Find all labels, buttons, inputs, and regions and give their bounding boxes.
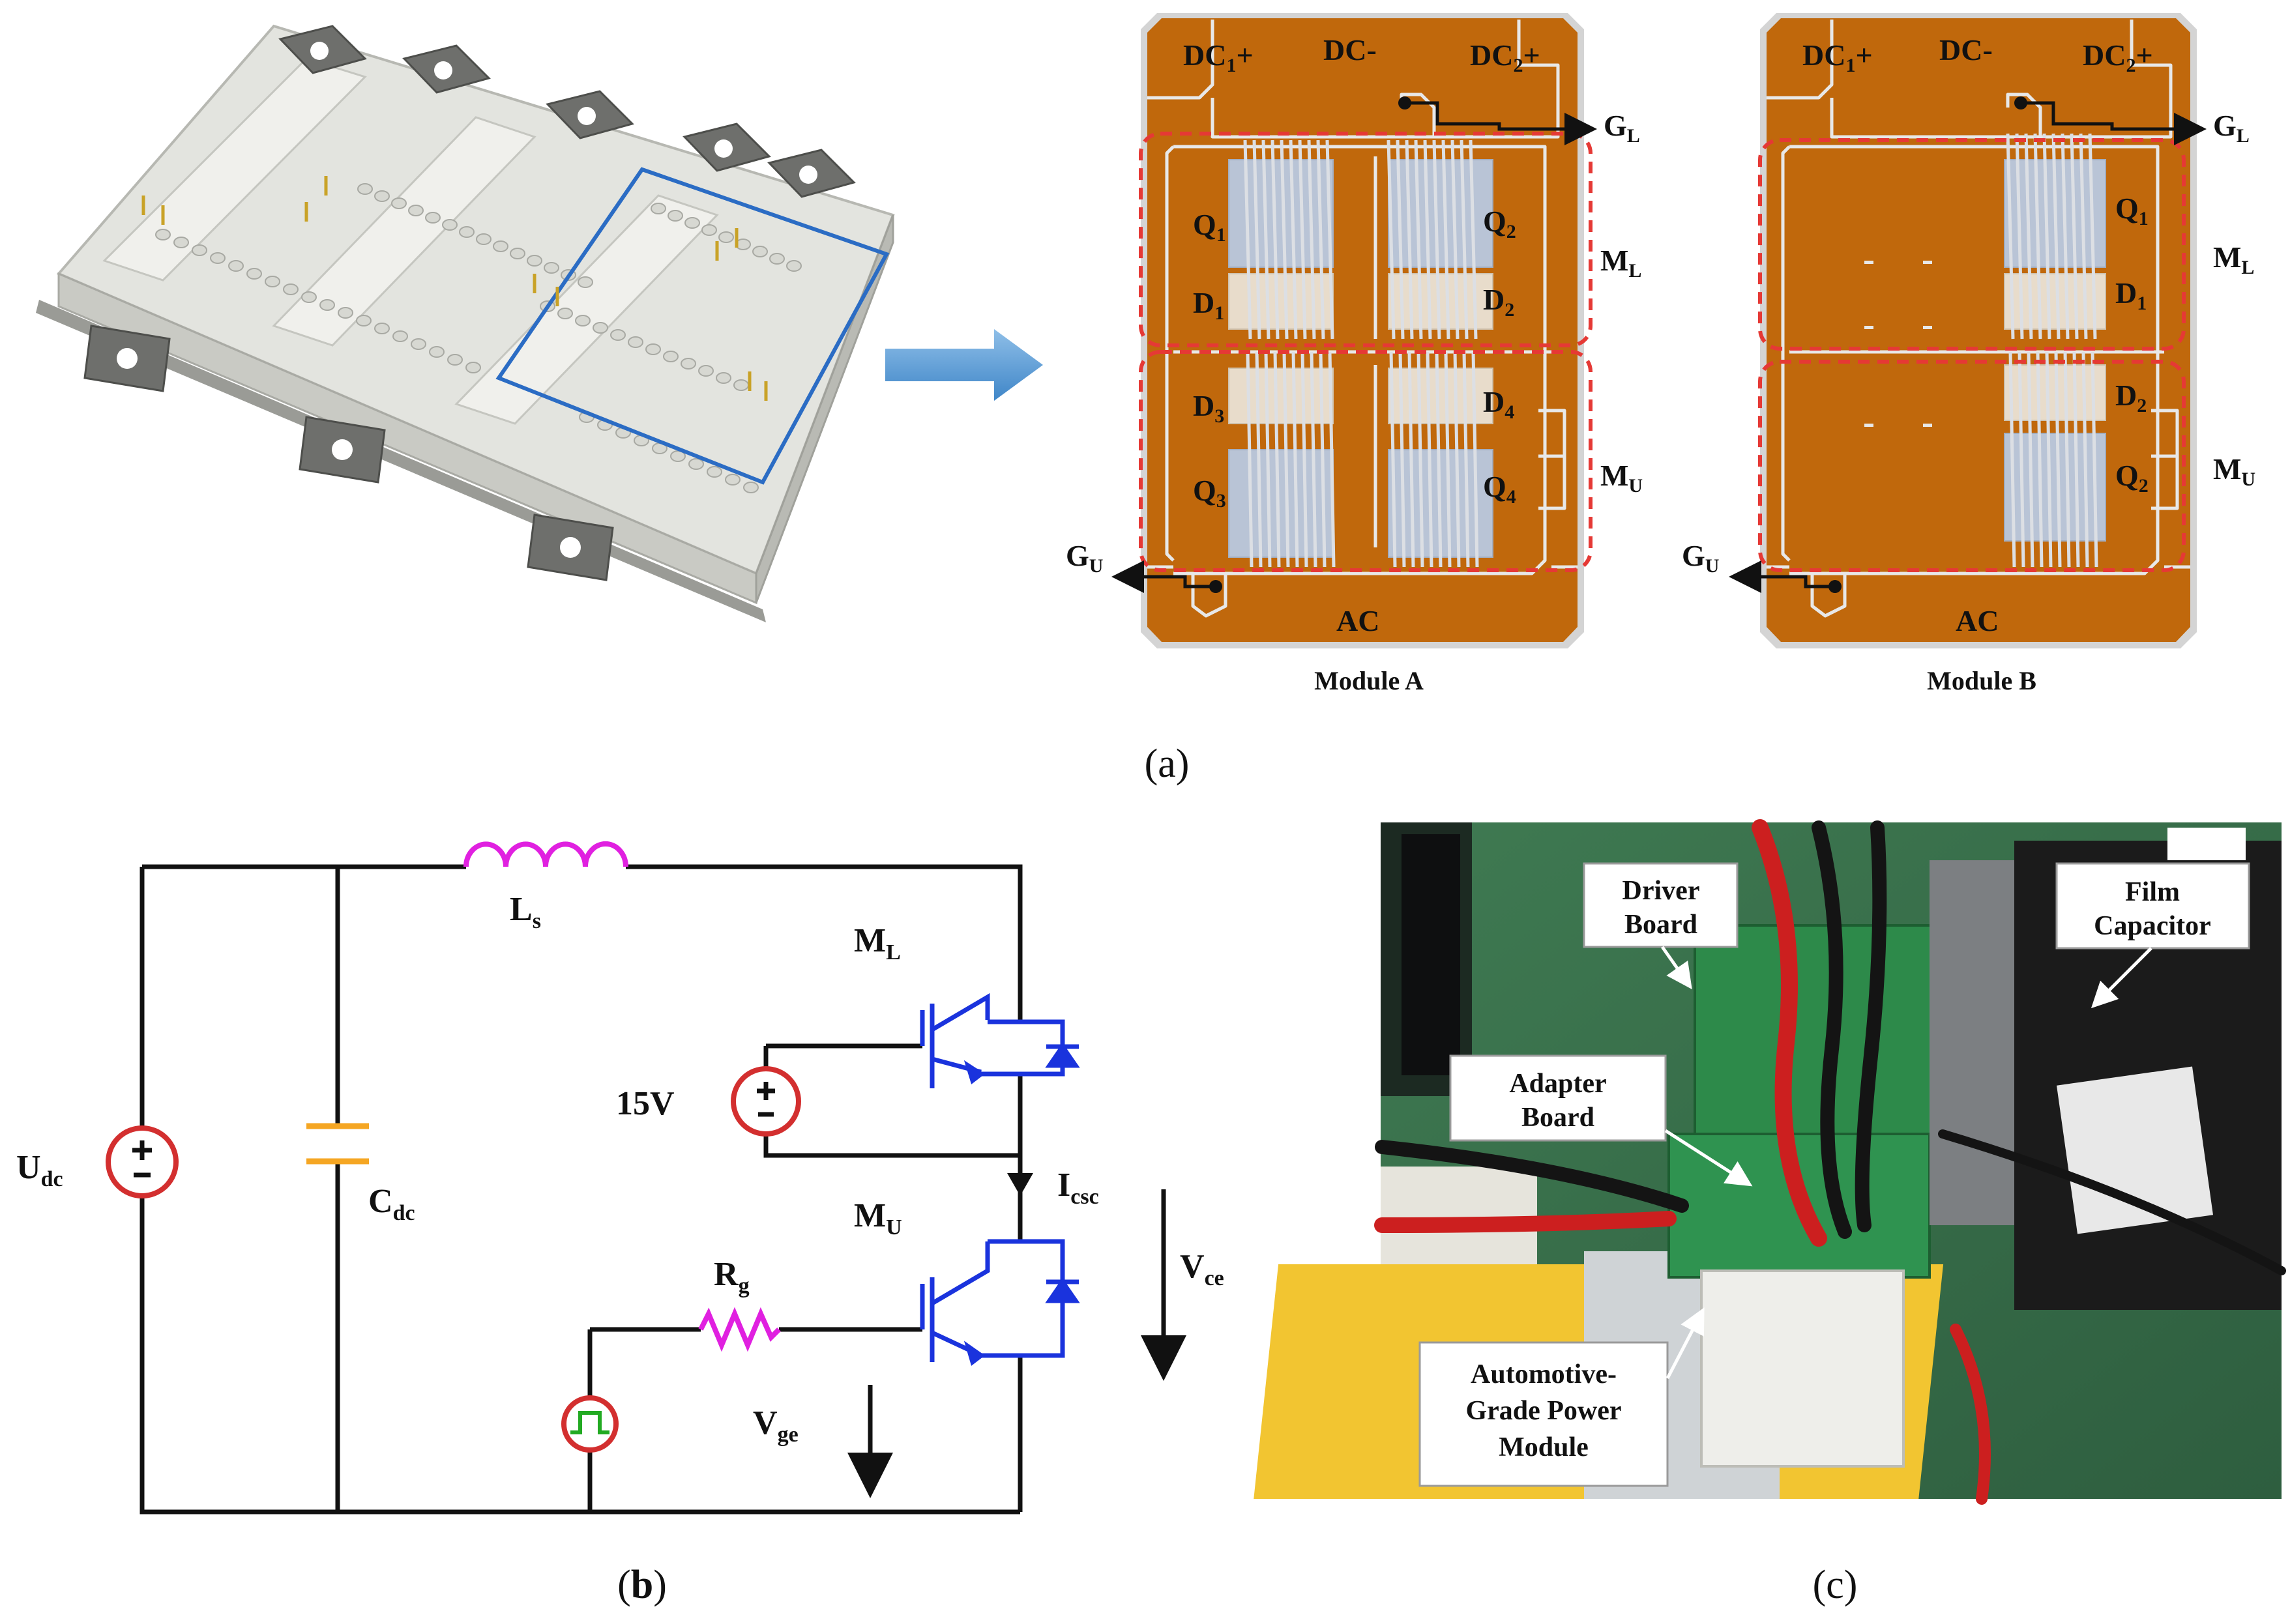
module-b-ml-label: ML — [2213, 240, 2254, 278]
gate-bias-source-symbol — [731, 1066, 801, 1137]
module-b-q1-label: Q1 — [2115, 192, 2149, 229]
rg-label: Rg — [714, 1256, 750, 1298]
module-a-title: Module A — [1314, 666, 1424, 695]
cdc-label: Cdc — [368, 1183, 415, 1225]
module-a-layout — [1111, 13, 1597, 648]
module-a-ac-label: AC — [1336, 604, 1379, 637]
module-b-title: Module B — [1927, 666, 2036, 695]
module-a-dcm-label: DC- — [1323, 33, 1377, 66]
gate-resistor-symbol — [698, 1307, 781, 1352]
inductor-symbol — [463, 841, 628, 867]
film-capacitor-label-2: Capacitor — [2094, 911, 2211, 941]
igbt-mu-symbol — [920, 1239, 1080, 1366]
dc-source-symbol — [106, 1125, 179, 1198]
module-a-q3-label: Q3 — [1193, 474, 1226, 512]
module-a-d2-label: D2 — [1483, 283, 1514, 321]
power-module-label-3: Module — [1499, 1432, 1589, 1462]
module-a-ml-label: ML — [1600, 244, 1641, 282]
film-capacitor-label: Film — [2125, 877, 2180, 907]
gate-bias-label: 15V — [616, 1085, 675, 1122]
module-b-d2-label: D2 — [2115, 379, 2147, 416]
caption-b: (b) — [617, 1563, 667, 1607]
test-setup-photo: Driver Board Film Capacitor Adapter Boar… — [1254, 819, 2286, 1505]
driver-board-label: Driver — [1622, 876, 1700, 906]
module-b-q2-label: Q2 — [2115, 459, 2149, 497]
test-circuit — [139, 864, 1023, 1515]
module-b-layout — [1729, 13, 2207, 648]
ls-label: Ls — [510, 891, 541, 933]
transition-arrow — [885, 329, 1043, 401]
vce-label: Vce — [1180, 1248, 1224, 1290]
icsc-label: Icsc — [1057, 1167, 1099, 1209]
current-arrow — [1007, 1173, 1033, 1196]
module-a-mu-label: MU — [1600, 459, 1643, 497]
module-a-dc2-label: DC2+ — [1470, 38, 1540, 76]
module-a-d4-label: D4 — [1483, 385, 1514, 423]
module-b-d1-label: D1 — [2115, 276, 2147, 314]
vge-label: Vge — [753, 1404, 799, 1447]
caption-a: (a) — [1145, 742, 1190, 786]
driver-board-label-2: Board — [1624, 910, 1697, 940]
module-b-dc2-label: DC2+ — [2083, 38, 2153, 76]
udc-label: Udc — [16, 1149, 63, 1191]
ml-label: ML — [854, 922, 901, 964]
module-b-dc1-label: DC1+ — [1802, 38, 1873, 76]
module-b-mu-label: MU — [2213, 452, 2255, 490]
power-module-label-2: Grade Power — [1465, 1396, 1621, 1426]
module-a-q2-label: Q2 — [1483, 205, 1516, 242]
module-b-ac-label: AC — [1956, 604, 1999, 637]
power-module-render — [36, 24, 895, 622]
module-b-dcm-label: DC- — [1939, 33, 1993, 66]
caption-c: (c) — [1813, 1563, 1858, 1607]
highlight-box — [495, 167, 890, 485]
module-a-d1-label: D1 — [1193, 286, 1224, 324]
module-b-gl-label: GL — [2213, 109, 2250, 147]
igbt-ml-symbol — [920, 993, 1080, 1088]
power-module-label: Automotive- — [1471, 1359, 1617, 1389]
module-a-gl-label: GL — [1604, 109, 1640, 147]
module-a-gu-label: GU — [1066, 539, 1103, 577]
capacitor-symbol — [306, 1123, 369, 1165]
module-a-dc1-label: DC1+ — [1183, 38, 1254, 76]
adapter-board-label-2: Board — [1521, 1103, 1594, 1133]
mu-label: MU — [854, 1197, 902, 1240]
pulse-source-symbol — [561, 1395, 619, 1453]
adapter-board-label: Adapter — [1509, 1069, 1606, 1099]
module-a-q1-label: Q1 — [1193, 208, 1226, 246]
module-b-gu-label: GU — [1682, 539, 1719, 577]
module-a-d3-label: D3 — [1193, 389, 1224, 427]
module-a-q4-label: Q4 — [1483, 470, 1516, 508]
